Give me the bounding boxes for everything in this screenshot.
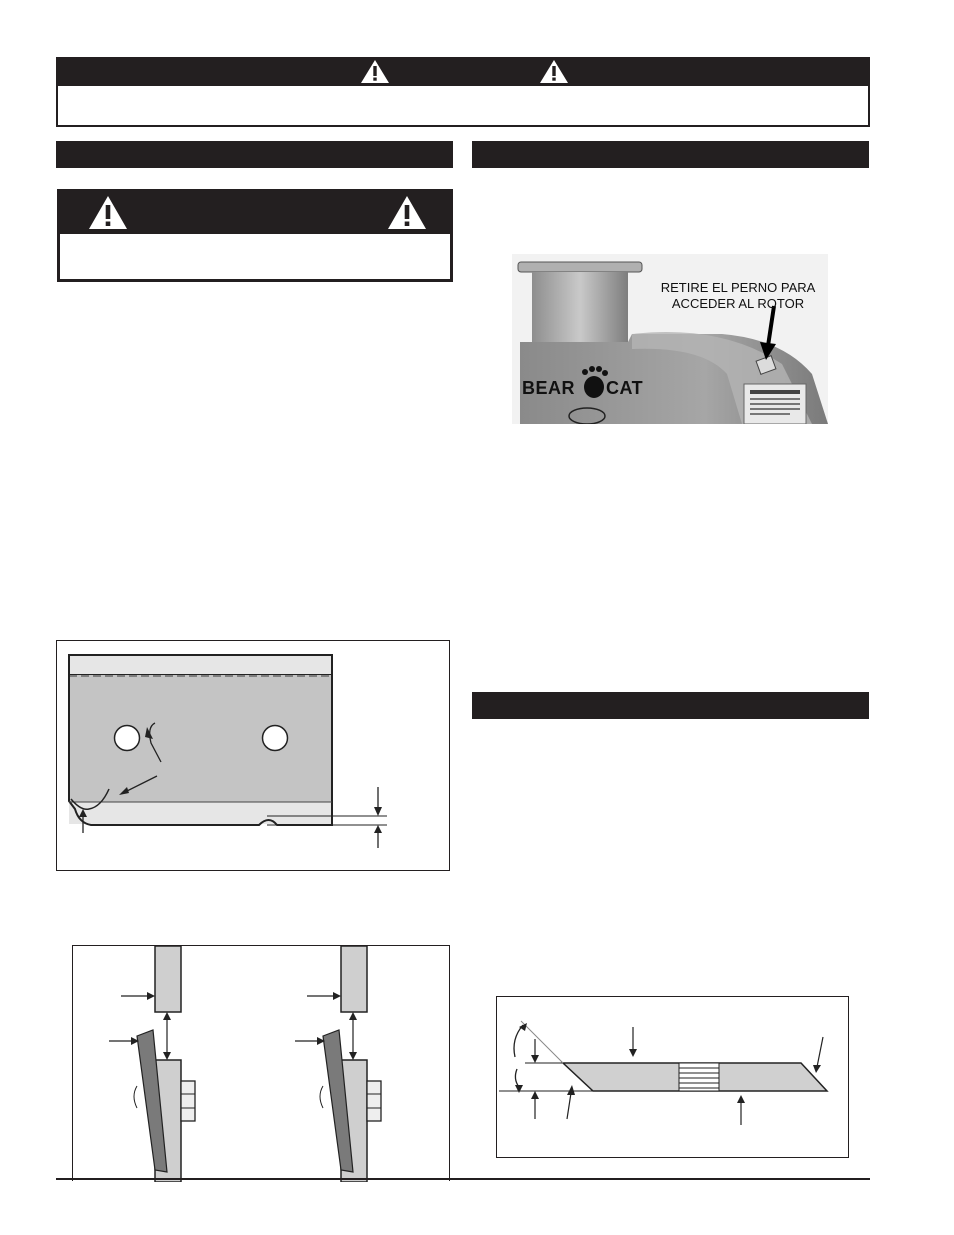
right-lower-section-header	[472, 692, 869, 719]
warning-triangle-icon	[361, 60, 389, 83]
logo-cat: CAT	[606, 378, 644, 398]
top-warning-body	[56, 84, 870, 127]
footer-rule	[56, 1178, 870, 1180]
machine-photo: RETIRE EL PERNO PARA ACCEDER AL ROTOR BE…	[512, 254, 828, 424]
logo-bear: BEAR	[522, 378, 576, 398]
blade-sharpening-diagram	[499, 1020, 829, 1125]
warning-box	[57, 189, 453, 282]
blade-wear-figure	[56, 640, 450, 871]
blade-sharpening-figure	[496, 996, 849, 1158]
blade-wear-diagram	[68, 654, 387, 848]
warning-triangle-icon	[540, 60, 568, 83]
clearance-diagram	[109, 946, 382, 1182]
right-section-header	[472, 141, 869, 168]
left-section-header	[56, 141, 453, 168]
photo-callout-line1: RETIRE EL PERNO PARA	[660, 280, 816, 295]
machine-photo-drawing	[517, 261, 828, 424]
clearance-figure	[72, 945, 450, 1182]
photo-callout-line2: ACCEDER AL ROTOR	[671, 296, 805, 311]
warning-triangle-icon	[89, 196, 127, 229]
warning-triangle-icon	[388, 196, 426, 229]
top-warning-header	[56, 57, 870, 86]
warning-box-header	[60, 192, 450, 234]
photo-callout: RETIRE EL PERNO PARA ACCEDER AL ROTOR	[654, 280, 822, 312]
